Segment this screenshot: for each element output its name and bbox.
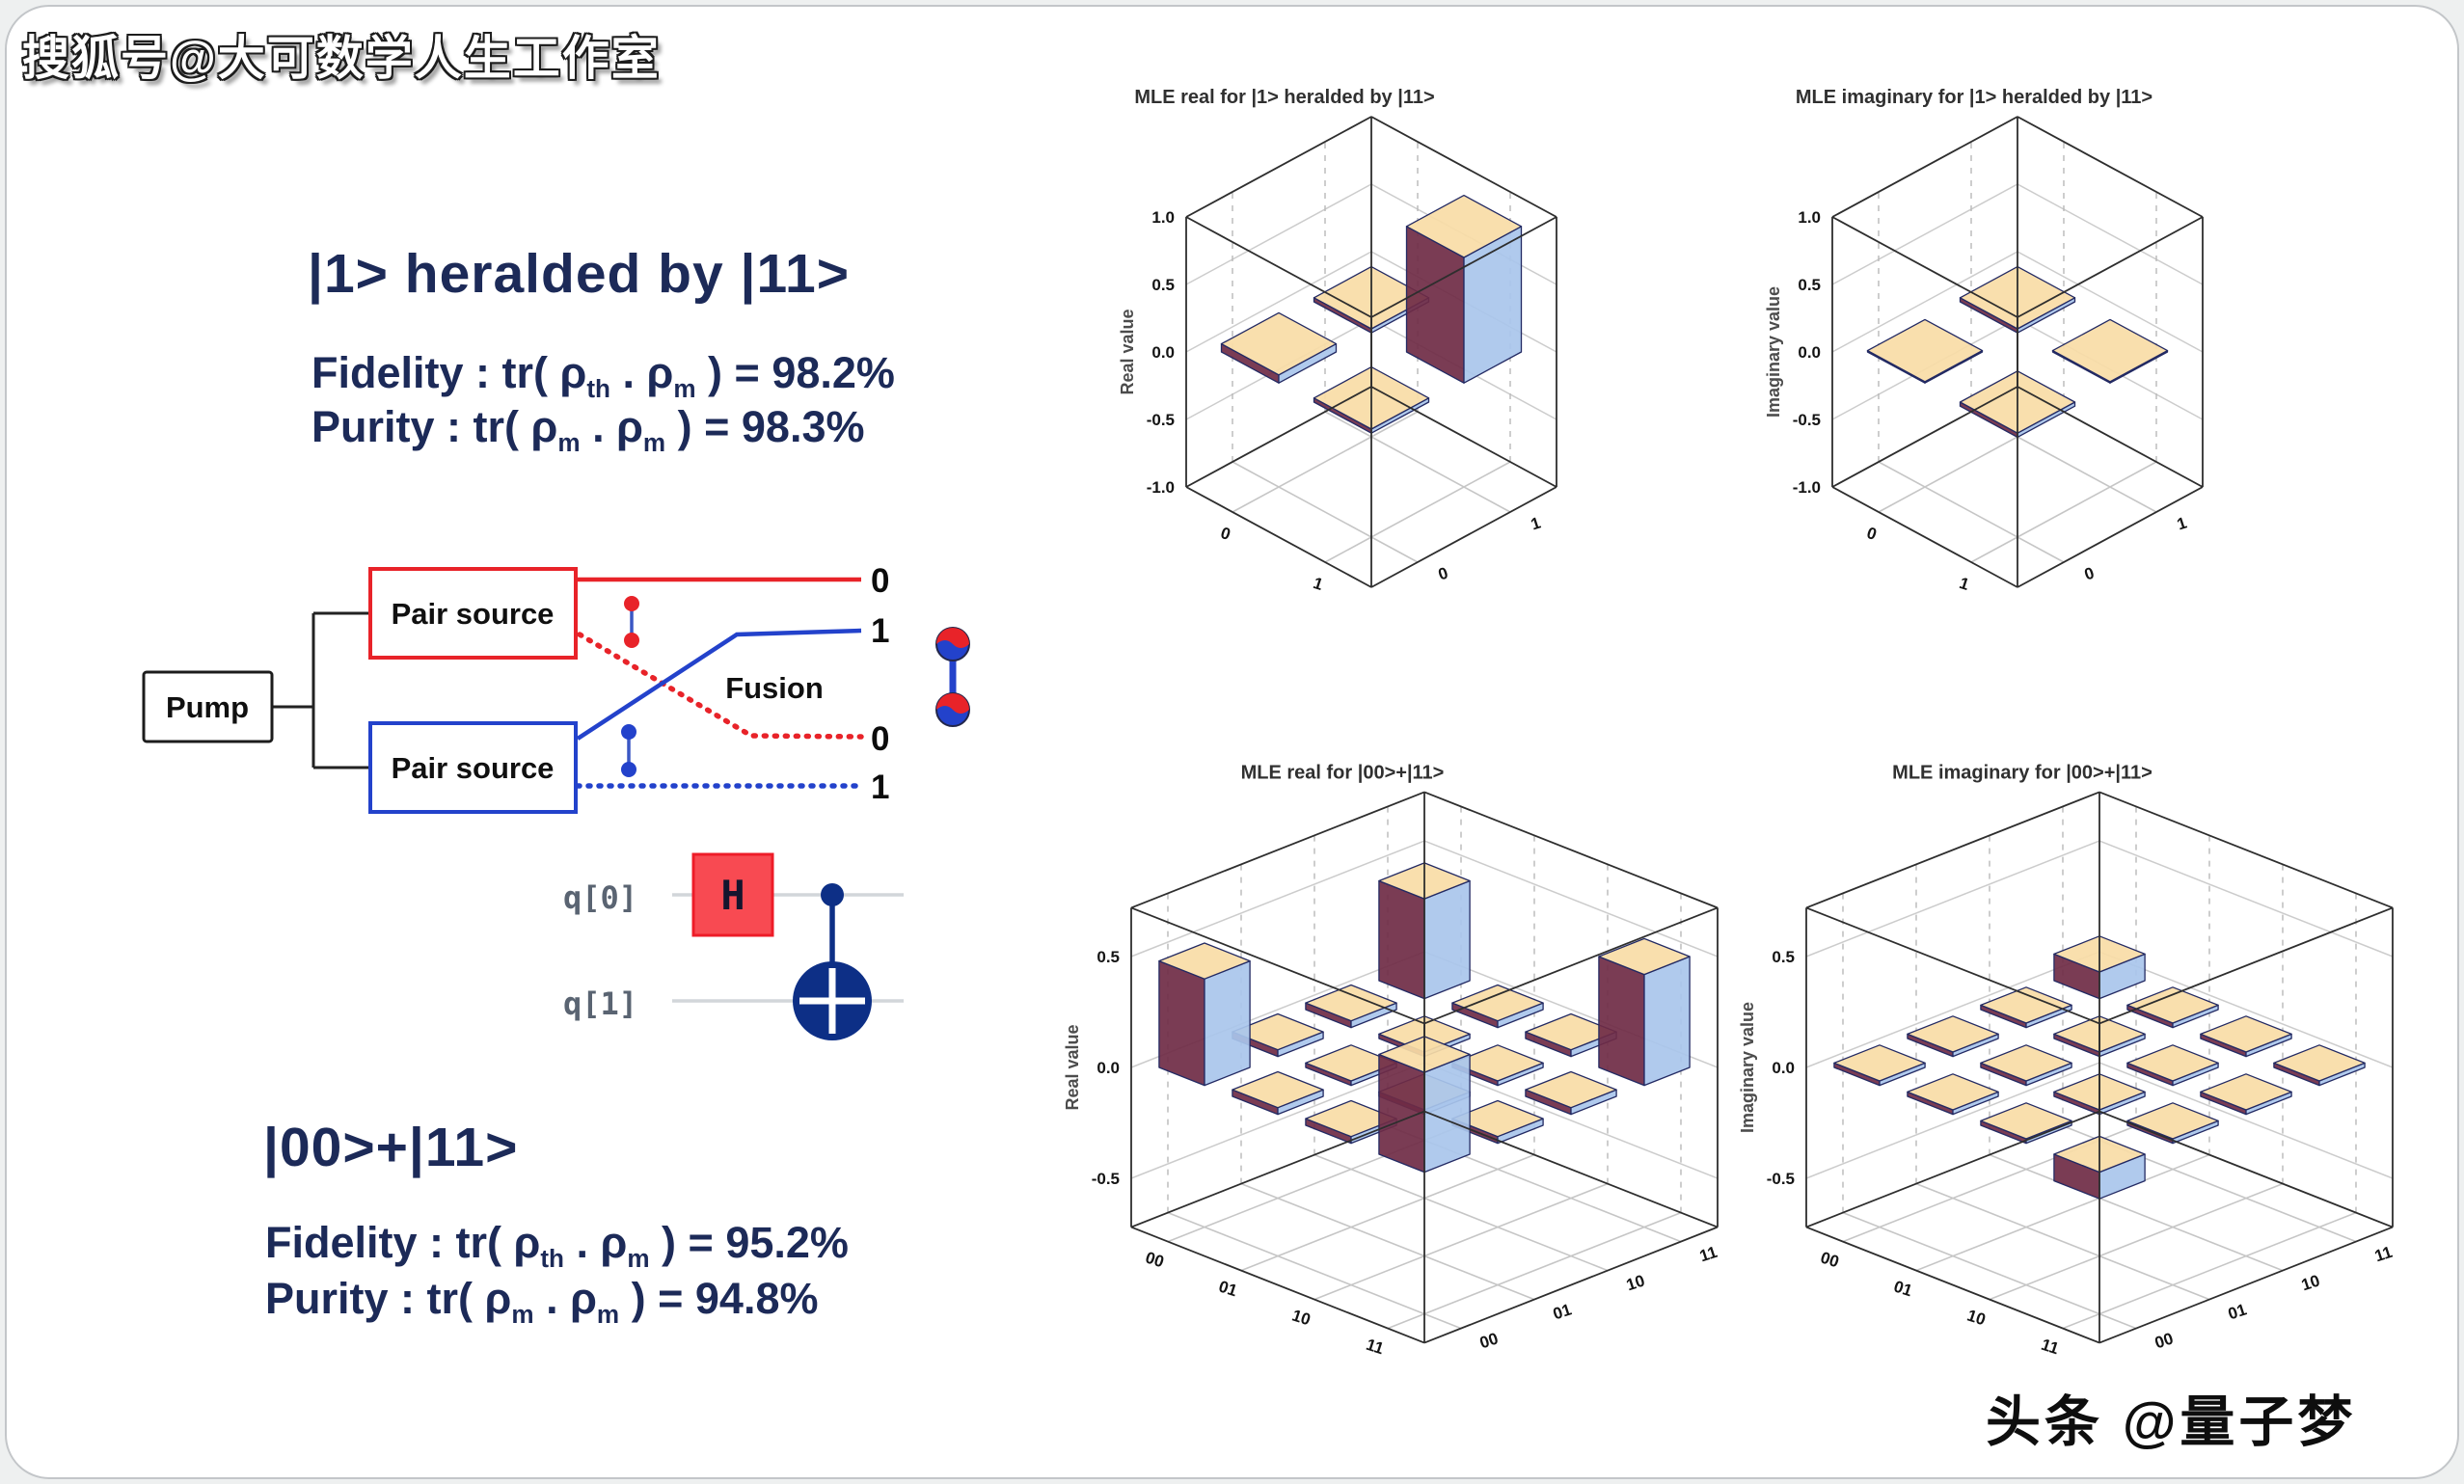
z-axis-label: Real value <box>1063 1024 1082 1110</box>
pair-source-red-box <box>368 567 578 660</box>
row-tick-label: 00 <box>1143 1248 1166 1271</box>
row-tick-label: 00 <box>1818 1248 1841 1271</box>
fusion-diagram: Pump Pair source Pair source Fusion 0 1 <box>142 562 970 814</box>
row-tick-label: 10 <box>1964 1306 1988 1329</box>
z-tick-label: 0.0 <box>1798 343 1821 362</box>
output-label-1: 1 <box>871 612 889 650</box>
col-tick-label: 11 <box>1697 1243 1719 1266</box>
col-tick-label: 10 <box>2299 1271 2322 1294</box>
q1-label: q[1] <box>563 985 637 1022</box>
chart-title: MLE real for |00>+|11> <box>1241 762 1445 783</box>
output-label-2: 0 <box>871 720 889 758</box>
col-tick-label: 01 <box>2226 1300 2249 1323</box>
pump-label: Pump <box>166 690 249 724</box>
state1-fidelity: Fidelity : tr( ρth . ρm ) = 98.2% <box>311 348 895 403</box>
entangled-pair-icon <box>935 627 970 727</box>
col-tick-label: 10 <box>1624 1271 1647 1294</box>
output-label-3: 1 <box>871 769 889 806</box>
pair-source-red-label: Pair source <box>392 597 555 631</box>
col-tick-label: 00 <box>2153 1329 2176 1352</box>
z-tick-label: 0.5 <box>1772 948 1795 966</box>
chart-title: MLE imaginary for |00>+|11> <box>1892 762 2153 783</box>
state1-title: |1> heralded by |11> <box>308 243 851 305</box>
row-tick-label: 01 <box>1891 1277 1914 1300</box>
z-tick-label: 0.5 <box>1798 276 1821 294</box>
col-tick-label: 01 <box>1551 1300 1574 1323</box>
z-tick-label: 0.0 <box>1097 1059 1120 1077</box>
row-tick-label: 11 <box>2039 1336 2061 1359</box>
q0-label: q[0] <box>563 879 637 916</box>
z-tick-label: -0.5 <box>1793 411 1821 429</box>
chart-title: MLE imaginary for |1> heralded by |11> <box>1796 87 2153 108</box>
col-tick-label: 11 <box>2372 1243 2395 1266</box>
photon-pair-blue-icon <box>621 724 636 777</box>
z-axis-label: Imaginary value <box>1764 286 1783 418</box>
z-tick-label: -0.5 <box>1092 1170 1120 1188</box>
watermark-sohu: 搜狐号@大可数学人生工作室 <box>22 33 661 85</box>
diagram-layer: Pump Pair source Pair source Fusion 0 1 <box>142 562 970 1040</box>
blue-solid-path <box>576 628 862 741</box>
cnot-plus-icon <box>799 968 865 1034</box>
red-dotted-path <box>577 632 864 740</box>
state2-title: |00>+|11> <box>263 1117 519 1178</box>
z-axis-label: Imaginary value <box>1738 1002 1757 1133</box>
state2-purity: Purity : tr( ρm . ρm ) = 94.8% <box>265 1274 819 1329</box>
z-tick-label: 1.0 <box>1151 208 1175 227</box>
pump-connector <box>272 611 370 769</box>
output-label-0: 0 <box>871 562 889 600</box>
row-tick-label: 11 <box>1364 1336 1386 1359</box>
pair-source-blue-label: Pair source <box>392 751 555 785</box>
watermark-toutiao: 头条 @量子梦 <box>1986 1391 2357 1453</box>
z-tick-label: -1.0 <box>1147 478 1175 497</box>
pump-box <box>142 670 274 743</box>
z-tick-label: -0.5 <box>1767 1170 1795 1188</box>
fusion-label: Fusion <box>725 671 824 705</box>
z-tick-label: 0.5 <box>1151 276 1175 294</box>
z-tick-label: -0.5 <box>1147 411 1175 429</box>
z-tick-label: 0.0 <box>1151 343 1175 362</box>
row-tick-label: 01 <box>1216 1277 1239 1300</box>
h-gate <box>691 852 774 937</box>
chart-title: MLE real for |1> heralded by |11> <box>1134 87 1434 108</box>
state2-fidelity: Fidelity : tr( ρth . ρm ) = 95.2% <box>265 1218 849 1273</box>
z-tick-label: -1.0 <box>1793 478 1821 497</box>
z-tick-label: 0.0 <box>1772 1059 1795 1077</box>
cnot-control-dot <box>821 883 844 906</box>
z-axis-label: Real value <box>1118 309 1137 394</box>
pair-source-blue-box <box>368 721 578 814</box>
bell-circuit: q[0] q[1] H <box>563 852 904 1040</box>
chart-mle-imaginary-00-11: 0.5 0.0 -0.5 Imaginary value 00 01 10 11 00 01 10 1… <box>1738 762 2395 1358</box>
chart-mle-real-00-11: 0.5 0.0 -0.5 Real value 00 01 10 11 00 01 10 11 MLE … <box>1063 762 1719 1358</box>
col-tick-label: 00 <box>1477 1329 1501 1352</box>
z-tick-label: 0.5 <box>1097 948 1120 966</box>
photon-pair-red-icon <box>624 596 639 648</box>
h-gate-label: H <box>720 872 745 919</box>
row-tick-label: 10 <box>1289 1306 1313 1329</box>
z-tick-label: 1.0 <box>1798 208 1821 227</box>
state1-purity: Purity : tr( ρm . ρm ) = 98.3% <box>311 402 865 457</box>
